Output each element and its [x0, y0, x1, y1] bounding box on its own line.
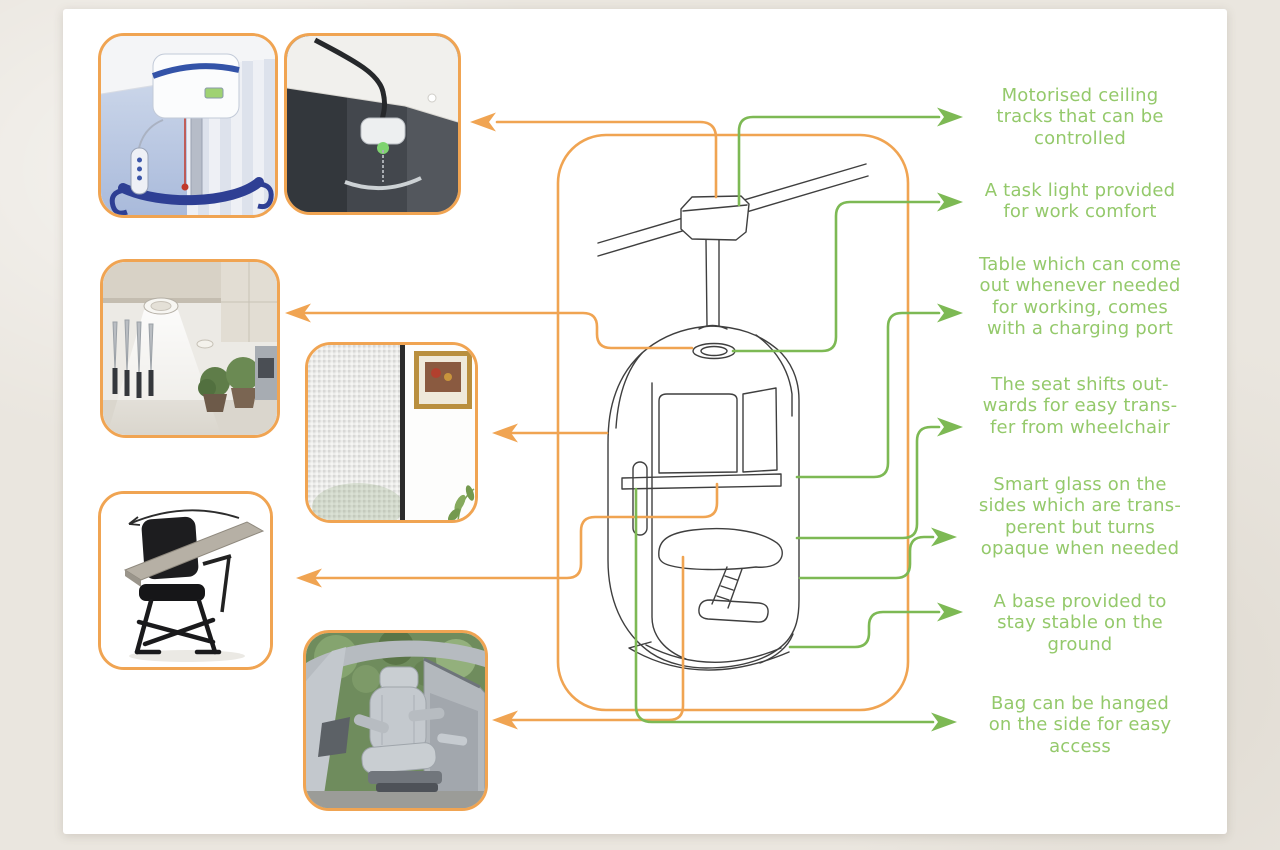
annotation-base: A base provided to stay stable on the gr…: [993, 591, 1167, 655]
photo-ceiling-hoist: [98, 33, 278, 218]
annotation-bag-hook: Bag can be hanged on the side for easy a…: [988, 693, 1172, 757]
photo-task-light: [100, 259, 280, 438]
car-swivel-seat-illustration: [306, 633, 485, 808]
photo-folding-chair: [98, 491, 273, 670]
photo-smart-glass: [305, 342, 478, 523]
ceiling-hoist-illustration: [101, 36, 275, 215]
annotation-smart-glass: Smart glass on the sides which are trans…: [978, 474, 1182, 559]
photo-car-swivel-seat: [303, 630, 488, 811]
task-light-illustration: [103, 262, 277, 435]
photo-ceiling-track: [284, 33, 461, 215]
annotation-seat-shift: The seat shifts out- wards for easy tran…: [982, 374, 1178, 438]
smart-glass-illustration: [308, 345, 475, 520]
annotation-table: Table which can come out whenever needed…: [979, 254, 1181, 339]
ceiling-track-illustration: [287, 36, 458, 212]
annotation-motorised-tracks: Motorised ceiling tracks that can be con…: [996, 85, 1164, 149]
annotation-task-light: A task light provided for work comfort: [984, 180, 1176, 223]
folding-chair-illustration: [101, 494, 270, 667]
